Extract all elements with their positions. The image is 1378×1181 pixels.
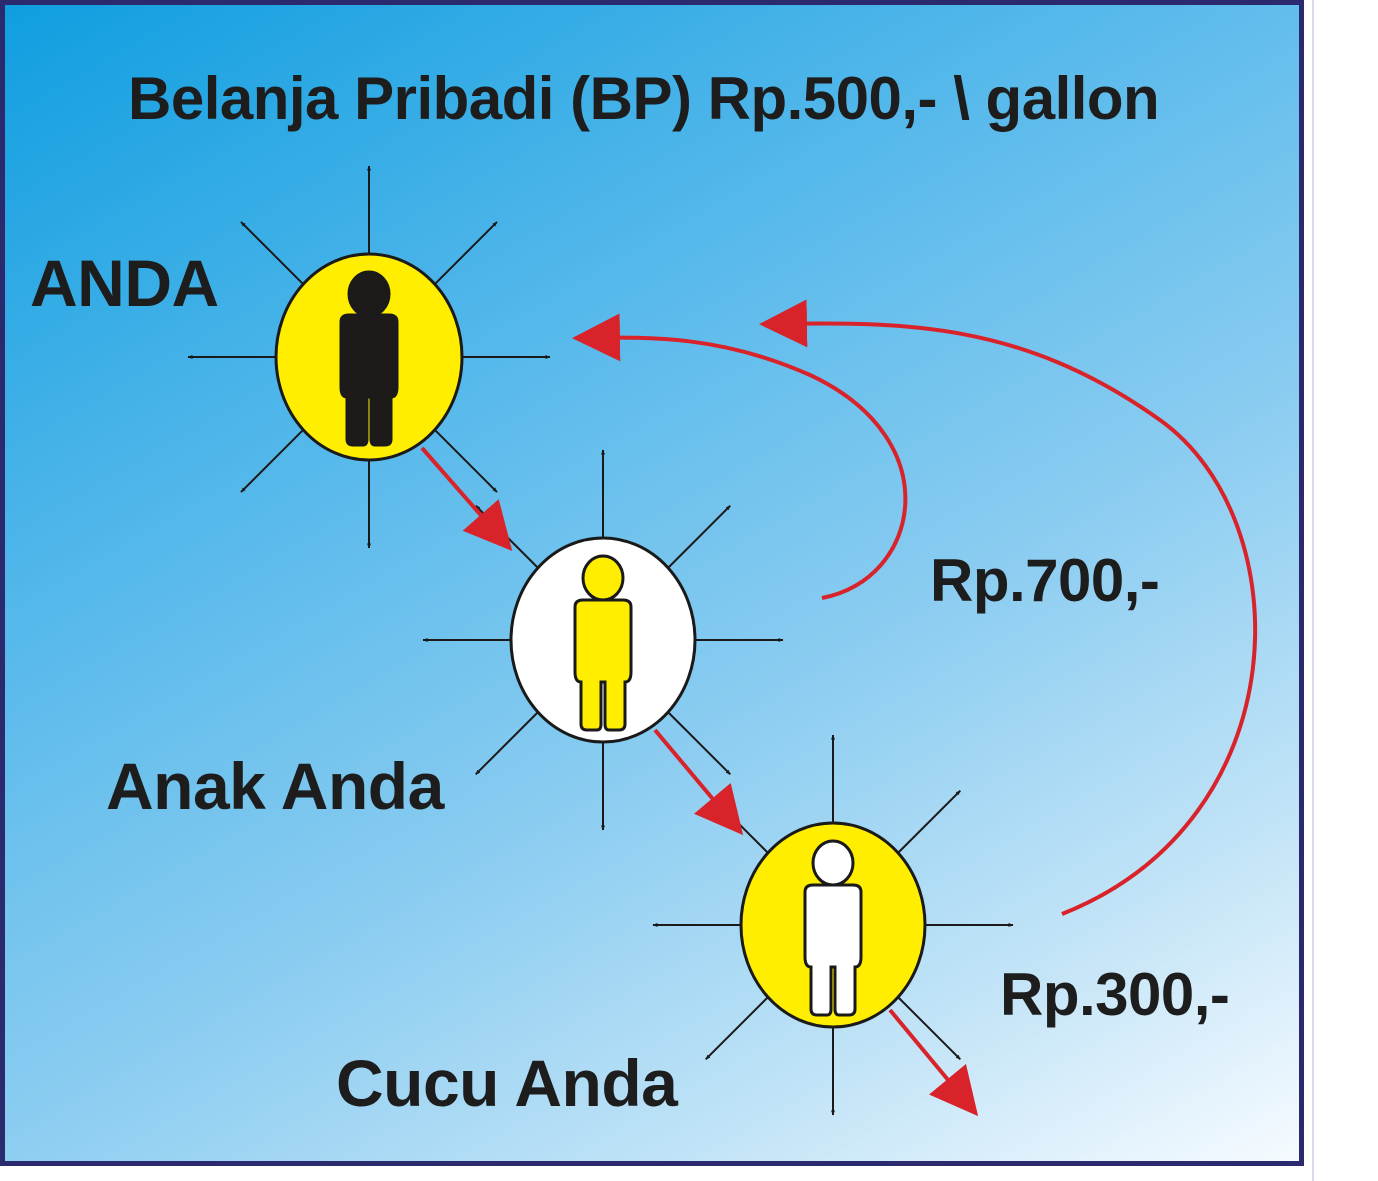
anda-rays: [187, 165, 551, 549]
ray-arrow: [897, 996, 961, 1061]
return-label-300: Rp.300,-: [1000, 961, 1230, 1028]
return-arc-700: [572, 313, 908, 600]
node-label-cucu-anda: Cucu Anda: [336, 1046, 678, 1120]
person-icon: [573, 554, 633, 732]
right-edge-strip: [1312, 0, 1314, 1181]
diagram-title: Belanja Pribadi (BP) Rp.500,- \ gallon: [128, 65, 1160, 132]
return-label-700: Rp.700,-: [930, 547, 1160, 614]
ray-arrow: [705, 996, 769, 1061]
flow-arrow-cucu-out: [888, 1008, 979, 1117]
person-icon: [803, 839, 863, 1017]
return-arc-300: [759, 299, 1258, 916]
ray-arrow: [434, 429, 498, 493]
ray-arrow: [240, 429, 304, 493]
anda-node: [274, 252, 464, 462]
ray-arrow: [897, 789, 961, 854]
ray-arrow: [240, 221, 304, 285]
node-label-anak-anda: Anak Anda: [106, 749, 444, 823]
ray-arrow: [667, 504, 731, 569]
ray-arrow: [475, 504, 539, 569]
flow-arrow-anda-to-anak: [420, 446, 513, 552]
ray-arrow: [667, 711, 731, 776]
cucu-anda-node: [739, 821, 927, 1029]
flow-arrow-anak-to-cucu: [653, 728, 744, 836]
ray-arrow: [434, 221, 498, 285]
anak-anda-node: [509, 536, 697, 744]
node-label-anda: ANDA: [30, 246, 219, 320]
ray-arrow: [475, 711, 539, 776]
person-icon: [339, 270, 399, 447]
